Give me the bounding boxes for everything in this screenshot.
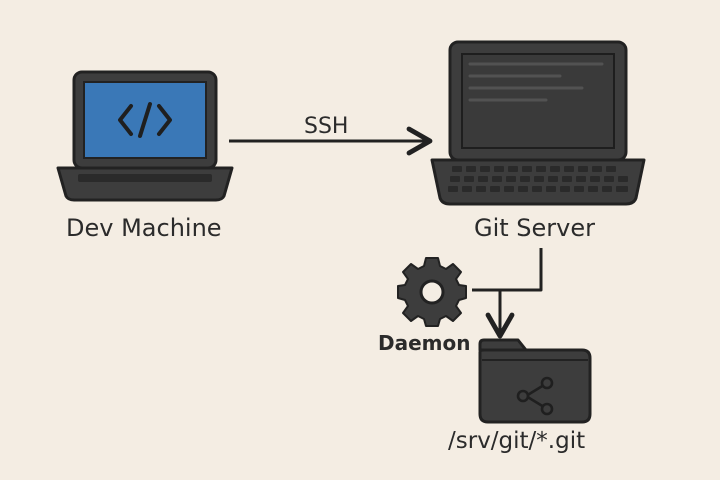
- ssh-label: SSH: [304, 114, 349, 139]
- gear-icon: [397, 257, 467, 327]
- server-to-repo-connector: [485, 248, 543, 339]
- dev-machine-laptop-icon: [56, 70, 234, 202]
- git-server-laptop-icon: [430, 40, 646, 206]
- repo-folder-icon: [478, 338, 592, 424]
- code-icon: [118, 102, 172, 138]
- dev-machine-label: Dev Machine: [66, 214, 222, 242]
- repo-path-label: /srv/git/*.git: [448, 428, 586, 454]
- git-server-label: Git Server: [474, 214, 596, 242]
- share-icon: [516, 376, 554, 416]
- daemon-label: Daemon: [378, 331, 471, 355]
